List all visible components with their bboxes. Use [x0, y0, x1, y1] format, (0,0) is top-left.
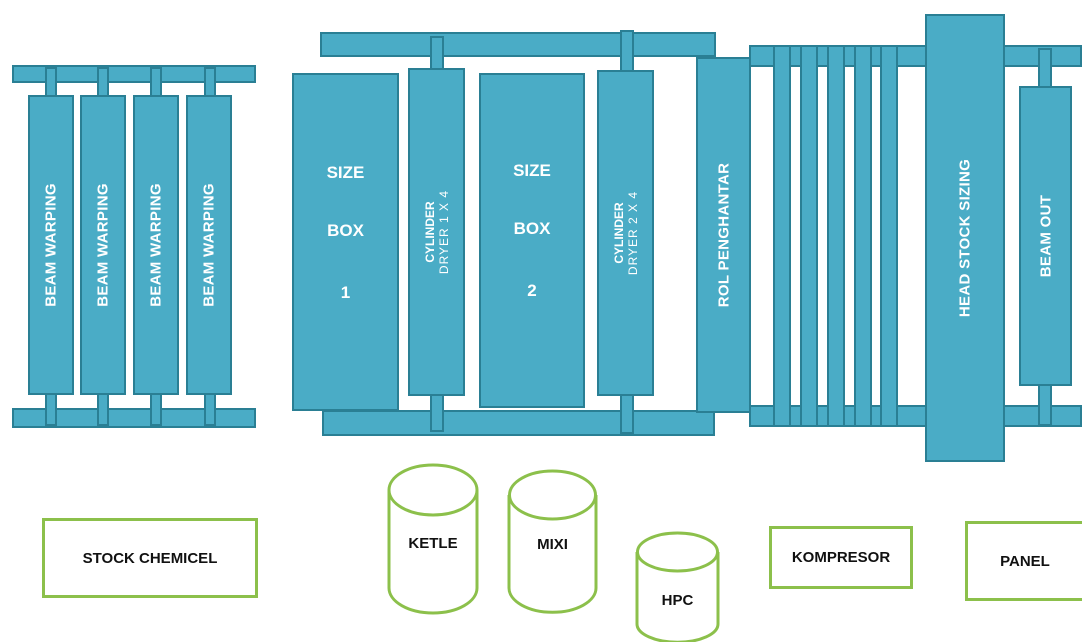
size-box-2-line2: BOX	[513, 219, 551, 238]
beam-warping-1-top-shaft	[45, 67, 57, 97]
size-box-1: SIZE BOX 1	[292, 73, 399, 411]
hpc-tank-shape	[635, 531, 720, 642]
beam-warping-4-top-shaft	[204, 67, 216, 97]
size-box-2: SIZE BOX 2	[479, 73, 585, 408]
hpc-tank: HPC	[634, 530, 721, 642]
size-box-2-line3: 2	[527, 281, 537, 300]
sizing-bottom-rail	[322, 410, 715, 436]
head-stock-top-rail	[749, 45, 1082, 67]
sizing-top-rail	[320, 32, 716, 57]
head-stock-sizing-label: HEAD STOCK SIZING	[956, 158, 974, 318]
mixi-tank-shape	[507, 469, 598, 614]
beam-out-label: BEAM OUT	[1037, 194, 1054, 278]
roller-post-4	[854, 45, 872, 427]
rol-penghantar: ROL PENGHANTAR	[696, 57, 751, 413]
beam-out-top-shaft	[1038, 48, 1052, 90]
beam-warping-3-label: BEAM WARPING	[147, 183, 165, 307]
mixi-label: MIXI	[537, 536, 568, 553]
roller-post-1	[773, 45, 791, 427]
beam-warping-bottom-rail	[12, 408, 256, 428]
beam-warping-2: BEAM WARPING	[80, 95, 126, 395]
kompresor-box: KOMPRESOR	[769, 526, 913, 589]
cylinder-dryer-1-line1: CYLINDER	[422, 201, 437, 263]
cylinder-dryer-2-top-shaft	[620, 30, 634, 74]
beam-out: BEAM OUT	[1019, 86, 1072, 386]
beam-warping-1-label: BEAM WARPING	[42, 183, 60, 307]
beam-warping-3: BEAM WARPING	[133, 95, 179, 395]
roller-post-5	[880, 45, 898, 427]
hpc-label: HPC	[661, 592, 694, 609]
cylinder-dryer-1: CYLINDER DRYER 1 X 4	[408, 68, 465, 396]
size-box-2-line1: SIZE	[513, 161, 551, 180]
panel-label: PANEL	[1000, 552, 1050, 570]
roller-post-3	[827, 45, 845, 427]
size-box-1-line3: 1	[340, 283, 351, 302]
cylinder-dryer-2-line2: DRYER 2 X 4	[625, 190, 640, 276]
ketle-label: KETLE	[408, 535, 458, 552]
rol-penghantar-label: ROL PENGHANTAR	[715, 162, 732, 308]
beam-warping-2-top-shaft	[97, 67, 109, 97]
head-stock-bottom-rail	[749, 405, 1082, 427]
beam-out-bottom-shaft	[1038, 382, 1052, 426]
beam-warping-3-top-shaft	[150, 67, 162, 97]
roller-post-2	[800, 45, 818, 427]
beam-warping-top-rail	[12, 65, 256, 83]
cylinder-dryer-1-line2: DRYER 1 X 4	[436, 189, 451, 275]
cylinder-dryer-2-line1: CYLINDER	[611, 202, 626, 264]
beam-warping-4-label: BEAM WARPING	[200, 183, 218, 307]
beam-warping-2-label: BEAM WARPING	[94, 183, 112, 307]
size-box-1-line1: SIZE	[326, 163, 365, 182]
size-box-1-line2: BOX	[327, 221, 364, 240]
mixi-tank: MIXI	[506, 468, 599, 616]
beam-warping-4: BEAM WARPING	[186, 95, 232, 395]
cylinder-dryer-2-bottom-shaft	[620, 390, 634, 434]
ketle-tank-shape	[387, 463, 479, 615]
head-stock-sizing: HEAD STOCK SIZING	[925, 14, 1005, 462]
stock-chemicel-box: STOCK CHEMICEL	[42, 518, 258, 598]
kompresor-label: KOMPRESOR	[791, 549, 891, 566]
panel-box: PANEL	[965, 521, 1082, 601]
cylinder-dryer-1-top-shaft	[430, 36, 444, 72]
ketle-tank: KETLE	[386, 462, 480, 616]
stock-chemicel-label: STOCK CHEMICEL	[82, 549, 218, 567]
cylinder-dryer-2: CYLINDER DRYER 2 X 4	[597, 70, 654, 396]
beam-warping-1: BEAM WARPING	[28, 95, 74, 395]
cylinder-dryer-1-bottom-shaft	[430, 392, 444, 432]
